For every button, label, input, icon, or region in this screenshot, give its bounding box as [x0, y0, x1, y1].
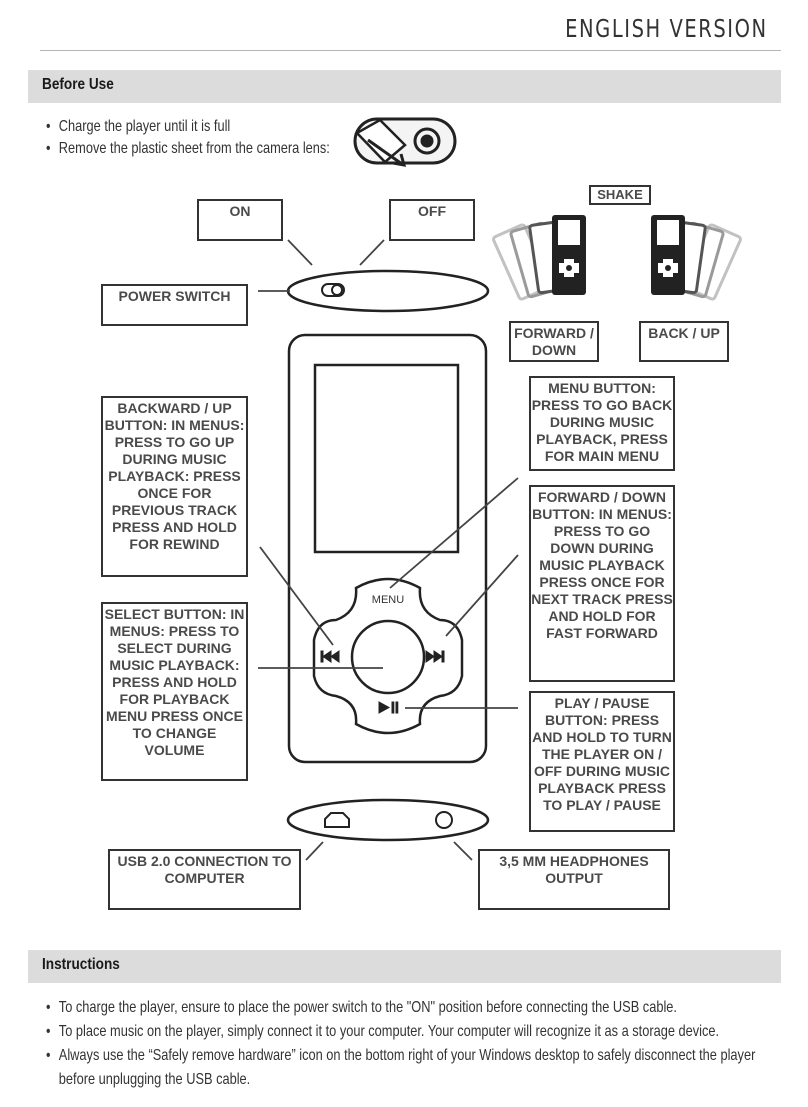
off-label: OFF — [389, 199, 475, 241]
back-up-label: BACK / UP — [639, 321, 729, 362]
instruction-continuation: before unplugging the USB cable. — [58, 1071, 251, 1088]
instructions-bar: Instructions — [28, 950, 781, 983]
d-pad — [312, 577, 464, 735]
backward-up-button-label: BACKWARD / UP BUTTON: IN MENUS: PRESS TO… — [101, 396, 248, 577]
instruction-bullet: To charge the player, ensure to place th… — [46, 996, 755, 1020]
power-switch-label: POWER SWITCH — [101, 284, 248, 326]
play-pause-button-label: PLAY / PAUSE BUTTON: PRESS AND HOLD TO T… — [529, 691, 675, 832]
shake-forward-illustration — [492, 215, 586, 301]
forward-down-label: FORWARD / DOWN — [509, 321, 599, 362]
select-button-label: SELECT BUTTON: IN MENUS: PRESS TO SELECT… — [101, 602, 248, 781]
version-header: ENGLISH VERSION — [565, 14, 768, 43]
menu-key-label: MENU — [372, 594, 404, 606]
shake-label: SHAKE — [589, 185, 651, 205]
before-use-bullet: Remove the plastic sheet from the camera… — [46, 138, 330, 160]
usb-connection-label: USB 2.0 CONNECTION TO COMPUTER — [108, 849, 301, 910]
before-use-bar: Before Use — [28, 70, 781, 103]
before-use-bullet: Charge the player until it is full — [46, 116, 330, 138]
instruction-bullet: To place music on the player, simply con… — [46, 1020, 755, 1044]
d-pad-glyphs — [320, 650, 445, 714]
camera-lens-illustration — [353, 117, 457, 167]
top-edge-illustration — [286, 269, 490, 313]
instructions-list: To charge the player, ensure to place th… — [46, 996, 755, 1092]
before-use-list: Charge the player until it is full Remov… — [46, 116, 330, 160]
instruction-bullet: Always use the “Safely remove hardware” … — [46, 1044, 755, 1068]
instructions-title: Instructions — [42, 956, 120, 973]
headphones-output-label: 3,5 MM HEADPHONES OUTPUT — [478, 849, 670, 910]
header-divider — [40, 50, 781, 51]
on-label: ON — [197, 199, 283, 241]
bottom-edge-illustration — [286, 798, 490, 842]
forward-down-button-label: FORWARD / DOWN BUTTON: IN MENUS: PRESS T… — [529, 485, 675, 682]
shake-back-illustration — [651, 215, 742, 301]
before-use-title: Before Use — [42, 76, 114, 93]
leader-lines — [258, 239, 519, 861]
menu-button-label: MENU BUTTON: PRESS TO GO BACK DURING MUS… — [529, 376, 675, 471]
player-body — [287, 333, 488, 764]
